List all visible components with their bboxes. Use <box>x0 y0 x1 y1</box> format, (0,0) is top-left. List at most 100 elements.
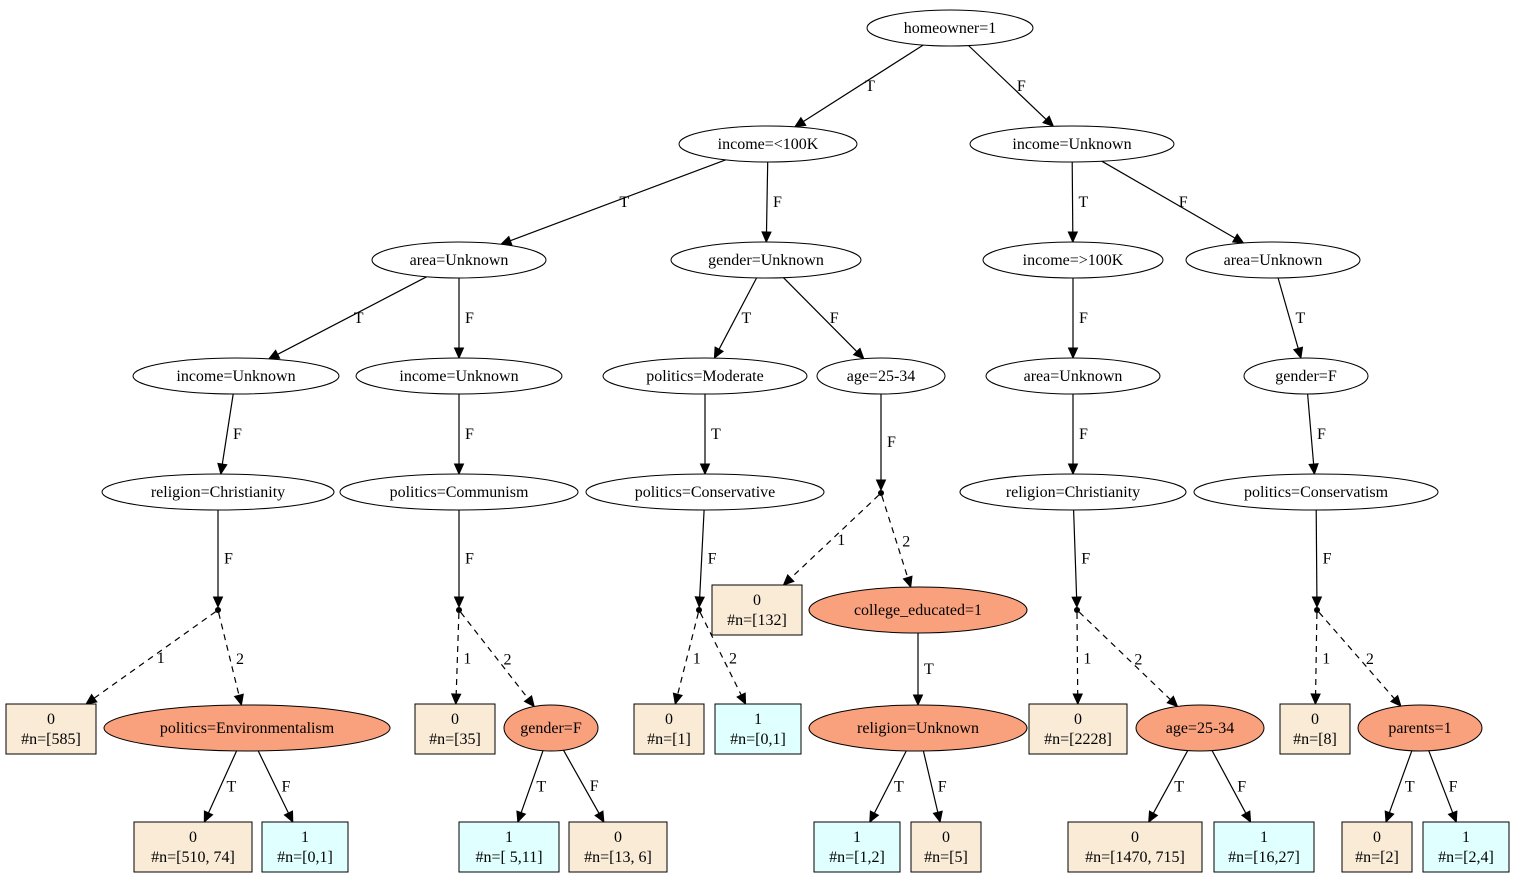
node-label: gender=F <box>1275 368 1337 385</box>
condition-node-ellipse <box>1185 241 1361 279</box>
edge-label: 1 <box>157 650 165 667</box>
edge-line <box>1078 611 1171 700</box>
edge-s1-l8: T <box>203 750 238 824</box>
edge-line <box>1388 750 1413 813</box>
leaf-class-label: 0 <box>1373 829 1381 846</box>
tree-node-n6: income=>100K <box>982 241 1164 279</box>
condition-node-ellipse <box>371 241 547 279</box>
arrowhead-icon <box>1231 233 1245 244</box>
edge-d4-l3: 1 <box>782 494 880 586</box>
edge-label: 1 <box>1322 651 1330 668</box>
leaf-box <box>458 821 560 873</box>
edge-line <box>1307 393 1315 465</box>
tree-node-n9: income=Unknown <box>355 357 563 395</box>
edge-d3-l4: 1 <box>672 612 701 706</box>
leaf-class-label: 0 <box>942 829 950 846</box>
leaf-box <box>813 821 901 873</box>
arrowhead-icon <box>1067 463 1079 476</box>
edge-line <box>510 159 727 242</box>
arrowhead-icon <box>1071 596 1082 609</box>
condition-node-ellipse <box>1243 357 1369 395</box>
edge-n1-n3: F <box>968 45 1055 128</box>
condition-node-ellipse <box>969 125 1175 163</box>
leaf-box <box>633 703 705 755</box>
edge-n3-n6: T <box>1067 161 1089 244</box>
edge-label: T <box>354 310 364 327</box>
edge-line <box>1073 509 1078 598</box>
node-label: area=Unknown <box>410 252 509 269</box>
node-label: homeowner=1 <box>904 20 997 37</box>
edge-s2-l11: F <box>562 749 605 824</box>
arrowhead-icon <box>233 693 244 707</box>
condition-node-ellipse <box>670 241 862 279</box>
edge-label: T <box>1174 778 1184 795</box>
leaf-box <box>414 703 496 755</box>
edge-s2-l10: T <box>516 750 546 824</box>
arrowhead-icon <box>782 574 795 586</box>
edge-d6-s6: 2 <box>1318 611 1402 708</box>
edge-n2-n4: T <box>499 159 727 246</box>
edge-s1-l9: F <box>257 750 294 824</box>
leaf-box <box>1067 821 1203 873</box>
arrowhead-icon <box>694 596 705 609</box>
leaf-class-label: 1 <box>505 829 513 846</box>
edge-label: F <box>938 779 947 796</box>
edge-label: 2 <box>1134 651 1142 668</box>
edge-line <box>1428 750 1454 813</box>
arrowhead-icon <box>1389 694 1402 708</box>
tree-node-n4: area=Unknown <box>371 241 547 279</box>
arrowhead-icon <box>875 479 887 492</box>
tree-node-l2: 0#n=[35] <box>414 703 496 755</box>
edge-label: F <box>1323 551 1332 568</box>
leaf-class-label: 1 <box>853 829 861 846</box>
edge-d1-l1: 1 <box>85 611 216 705</box>
tree-node-n17: religion=Christianity <box>959 473 1187 511</box>
tree-node-n2: income=<100K <box>678 125 858 163</box>
edge-label: F <box>1081 551 1090 568</box>
node-label: income=Unknown <box>1012 136 1131 153</box>
edge-n17-d5: F <box>1071 509 1090 609</box>
tree-node-d4 <box>878 490 884 496</box>
leaf-counts: #n=[510, 74] <box>151 849 235 866</box>
edge-label: T <box>894 778 904 795</box>
node-label: politics=Communism <box>390 484 529 501</box>
edge-n12-n17: F <box>1067 394 1088 476</box>
edge-label: F <box>1237 778 1246 795</box>
tree-node-n1: homeowner=1 <box>866 9 1034 47</box>
arrowhead-icon <box>267 349 281 360</box>
edge-line <box>520 750 544 813</box>
node-label: religion=Unknown <box>857 720 979 737</box>
edge-d6-l7: 1 <box>1310 612 1330 706</box>
edge-label: 2 <box>1366 651 1374 668</box>
tree-node-d3 <box>696 607 702 613</box>
tree-node-n18: politics=Conservatism <box>1193 473 1439 511</box>
tree-node-l1: 0#n=[585] <box>5 703 97 755</box>
edge-line <box>455 612 460 695</box>
arrowhead-icon <box>713 346 725 360</box>
leaf-counts: #n=[35] <box>429 731 481 748</box>
tree-node-l9: 1#n=[0,1] <box>261 821 349 873</box>
tree-node-l10: 1#n=[ 5,11] <box>458 821 560 873</box>
arrowhead-icon <box>1166 695 1179 708</box>
leaf-counts: #n=[0,1] <box>730 731 786 748</box>
condition-node-ellipse <box>355 357 563 395</box>
edge-s6-l16: T <box>1384 750 1415 824</box>
edge-n6-n12: F <box>1067 278 1088 360</box>
edge-line <box>1076 612 1079 695</box>
edge-s5-l15: F <box>1211 750 1252 824</box>
tree-node-n13: gender=F <box>1243 357 1369 395</box>
split-node-ellipse <box>808 704 1028 752</box>
junction-point <box>215 607 221 613</box>
arrowhead-icon <box>453 596 465 609</box>
leaf-class-label: 0 <box>614 829 622 846</box>
edge-label: T <box>865 78 875 95</box>
node-label: religion=Christianity <box>151 484 285 501</box>
edge-line <box>922 750 939 813</box>
edge-n18-d6: F <box>1311 509 1332 609</box>
leaf-counts: #n=[132] <box>727 612 787 629</box>
edge-line <box>699 612 742 696</box>
edge-n14-d1: F <box>212 510 233 609</box>
edge-n5-n10: T <box>713 277 758 360</box>
tree-node-d2 <box>456 607 462 613</box>
